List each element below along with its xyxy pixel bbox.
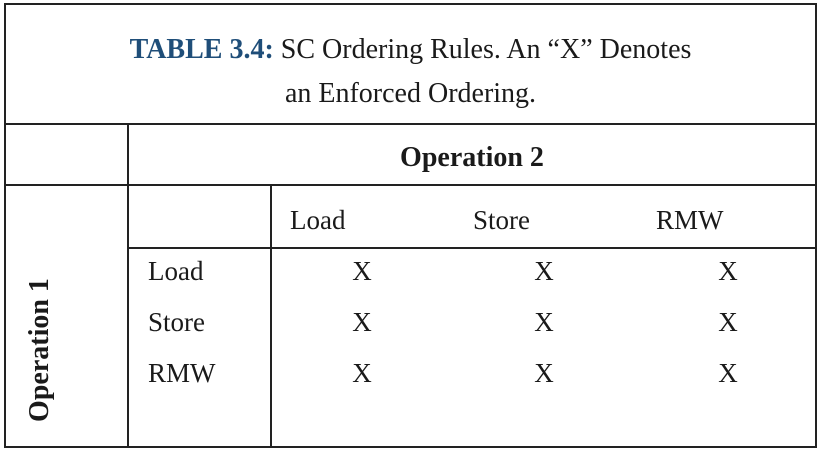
column-group-header: Operation 2 bbox=[400, 142, 544, 173]
table-cell: X bbox=[352, 256, 372, 286]
column-header-load: Load bbox=[290, 205, 346, 235]
row-header-load: Load bbox=[148, 256, 204, 286]
table-cell: X bbox=[534, 307, 554, 337]
caption-divider bbox=[6, 123, 815, 125]
group-header-divider bbox=[6, 184, 815, 186]
table-cell: X bbox=[718, 307, 738, 337]
row-label-divider bbox=[270, 184, 272, 446]
row-header-rmw: RMW bbox=[148, 358, 216, 388]
table-cell: X bbox=[534, 256, 554, 286]
table-cell: X bbox=[352, 307, 372, 337]
caption-title-line2: an Enforced Ordering. bbox=[284, 78, 537, 109]
table-number: TABLE 3.4: bbox=[129, 34, 274, 65]
table-cell: X bbox=[534, 358, 554, 388]
column-header-rmw: RMW bbox=[656, 205, 724, 235]
row-group-header: Operation 1 bbox=[24, 278, 55, 422]
table-cell: X bbox=[718, 256, 738, 286]
caption-title-line1: SC Ordering Rules. An “X” Denotes bbox=[280, 34, 692, 65]
table-frame: TABLE 3.4: SC Ordering Rules. An “X” Den… bbox=[4, 3, 817, 448]
column-header-store: Store bbox=[473, 205, 530, 235]
table-cell: X bbox=[352, 358, 372, 388]
row-group-divider bbox=[127, 123, 129, 446]
row-header-store: Store bbox=[148, 307, 205, 337]
table-caption: TABLE 3.4: SC Ordering Rules. An “X” Den… bbox=[6, 5, 815, 125]
column-header-divider bbox=[127, 247, 815, 249]
table-cell: X bbox=[718, 358, 738, 388]
